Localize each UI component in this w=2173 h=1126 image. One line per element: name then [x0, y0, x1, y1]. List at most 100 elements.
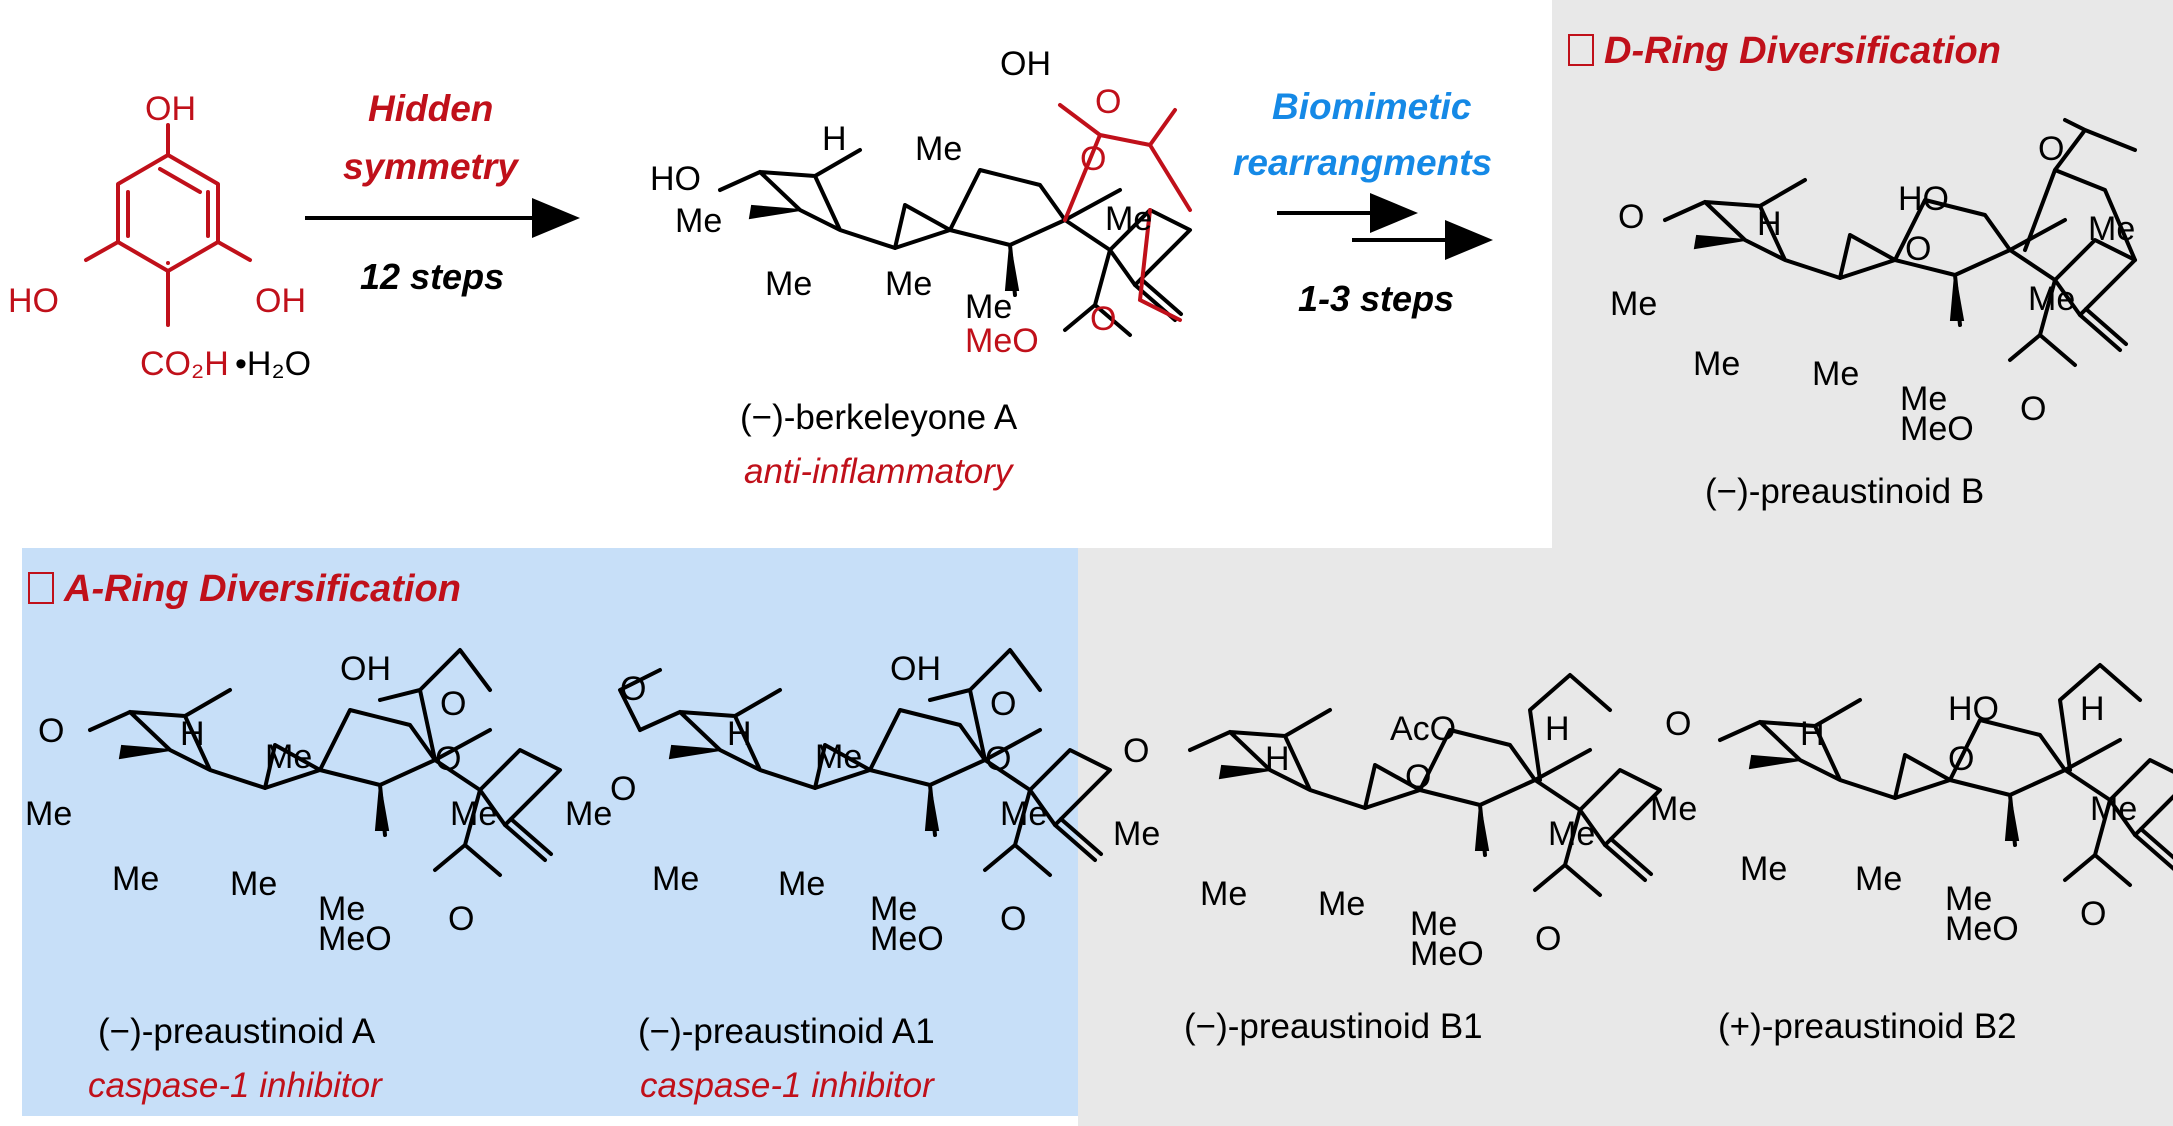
atom-label: Me — [815, 738, 862, 776]
atom-label: OH — [255, 282, 306, 320]
atom-label: O — [990, 685, 1016, 723]
berkeleyone-name: (−)-berkeleyone A — [740, 398, 1018, 437]
atom-label: HO — [650, 160, 701, 198]
atom-label: H — [2080, 690, 2105, 728]
atom-label: Me — [1000, 795, 1047, 833]
atom-label: Me — [1318, 885, 1365, 923]
atom-label: Me — [1740, 850, 1787, 888]
atom-label: Me — [915, 130, 962, 168]
atom-label: Me — [1113, 815, 1160, 853]
atom-label: O — [620, 670, 646, 708]
a-ring-panel — [22, 548, 1078, 1116]
atom-label: Me — [1900, 380, 1947, 418]
atom-label: Me — [1200, 875, 1247, 913]
d-ring-panel — [1552, 0, 2173, 548]
atom-label: H — [1545, 710, 1570, 748]
atom-label: O — [610, 770, 636, 808]
atom-label: MeO — [1410, 935, 1484, 973]
preaustinoid-a1-name: (−)-preaustinoid A1 — [638, 1012, 935, 1051]
atom-label: HO — [1948, 690, 1999, 728]
atom-label: O — [38, 712, 64, 750]
b-series-panel — [1078, 548, 2173, 1126]
atom-label: Me — [1610, 285, 1657, 323]
preaustinoid-b-name: (−)-preaustinoid B — [1705, 472, 1985, 511]
atom-label: Me — [1812, 355, 1859, 393]
preaustinoid-b1-name: (−)-preaustinoid B1 — [1184, 1007, 1483, 1046]
atom-label: Me — [1855, 860, 1902, 898]
berkeleyone-a-structure — [718, 103, 1192, 337]
atom-label: HO — [1898, 180, 1949, 218]
atom-label: O — [1095, 83, 1121, 121]
arrow1-label-line2: symmetry — [343, 146, 518, 187]
atom-label: O — [985, 740, 1011, 778]
atom-label: O — [1090, 300, 1116, 338]
atom-label: Me — [652, 860, 699, 898]
atom-label: O — [1405, 758, 1431, 796]
atom-label: •H₂O — [235, 345, 311, 383]
atom-label: H — [727, 715, 752, 753]
preaustinoid-b2-name: (+)-preaustinoid B2 — [1718, 1007, 2017, 1046]
atom-label: Me — [565, 795, 612, 833]
atom-label: Me — [2028, 280, 2075, 318]
atom-label: O — [1123, 732, 1149, 770]
atom-label: Me — [25, 795, 72, 833]
atom-label: O — [1535, 920, 1561, 958]
atom-label: O — [2020, 390, 2046, 428]
atom-label: OH — [1000, 45, 1051, 83]
atom-label: H — [822, 120, 847, 158]
atom-label: O — [1905, 230, 1931, 268]
atom-label: Me — [1945, 880, 1992, 918]
atom-label: OH — [890, 650, 941, 688]
atom-label: O — [1618, 198, 1644, 236]
atom-label: O — [1080, 140, 1106, 178]
atom-label: O — [440, 685, 466, 723]
preaustinoid-b-structure — [1663, 118, 2137, 367]
atom-label: MeO — [318, 920, 392, 958]
atom-label: O — [1948, 740, 1974, 778]
atom-label: AcO — [1390, 710, 1456, 748]
atom-label: Me — [675, 202, 722, 240]
atom-label: MeO — [870, 920, 944, 958]
atom-label: OH — [145, 90, 196, 128]
arrow2-label-line1: Biomimetic — [1272, 86, 1472, 127]
atom-label: O — [2038, 130, 2064, 168]
atom-label: H — [180, 715, 205, 753]
berkeleyone-activity: anti-inflammatory — [744, 452, 1013, 491]
atom-label: Me — [450, 795, 497, 833]
preaustinoid-a1-structure — [618, 648, 1112, 877]
preaustinoid-b1-structure — [1188, 673, 1662, 897]
atom-label: Me — [265, 738, 312, 776]
arrow1-steps: 12 steps — [360, 256, 505, 297]
preaustinoid-a-name: (−)-preaustinoid A — [98, 1012, 376, 1051]
atom-label: Me — [885, 265, 932, 303]
preaustinoid-a-activity: caspase-1 inhibitor — [88, 1066, 382, 1105]
phloroglucinol-acid-structure — [84, 123, 252, 327]
atom-label: Me — [765, 265, 812, 303]
atom-label: Me — [965, 288, 1012, 326]
atom-label: O — [1665, 705, 1691, 743]
atom-label: MeO — [965, 322, 1039, 360]
atom-label: H — [1757, 205, 1782, 243]
preaustinoid-a-structure — [88, 648, 562, 877]
atom-label: O — [2080, 895, 2106, 933]
atom-label: HO — [8, 282, 59, 320]
atom-label: H — [1265, 740, 1290, 778]
arrow2-label-line2: rearrangments — [1233, 142, 1493, 183]
atom-label: O — [435, 740, 461, 778]
atom-label: MeO — [1945, 910, 2019, 948]
atom-label: Me — [2090, 790, 2137, 828]
arrow1-label-line1: Hidden — [368, 88, 494, 129]
atom-label: MeO — [1900, 410, 1974, 448]
atom-label: Me — [1693, 345, 1740, 383]
atom-label: H — [1800, 715, 1825, 753]
atom-label: Me — [778, 865, 825, 903]
atom-label: Me — [2088, 210, 2135, 248]
atom-label: CO₂H — [140, 345, 229, 383]
atom-label: Me — [1410, 905, 1457, 943]
a-ring-section-title: A-Ring Diversification — [28, 568, 461, 611]
atom-label: Me — [318, 890, 365, 928]
arrow2-steps: 1-3 steps — [1298, 278, 1455, 319]
preaustinoid-a1-activity: caspase-1 inhibitor — [640, 1066, 934, 1105]
atom-label: Me — [1548, 815, 1595, 853]
